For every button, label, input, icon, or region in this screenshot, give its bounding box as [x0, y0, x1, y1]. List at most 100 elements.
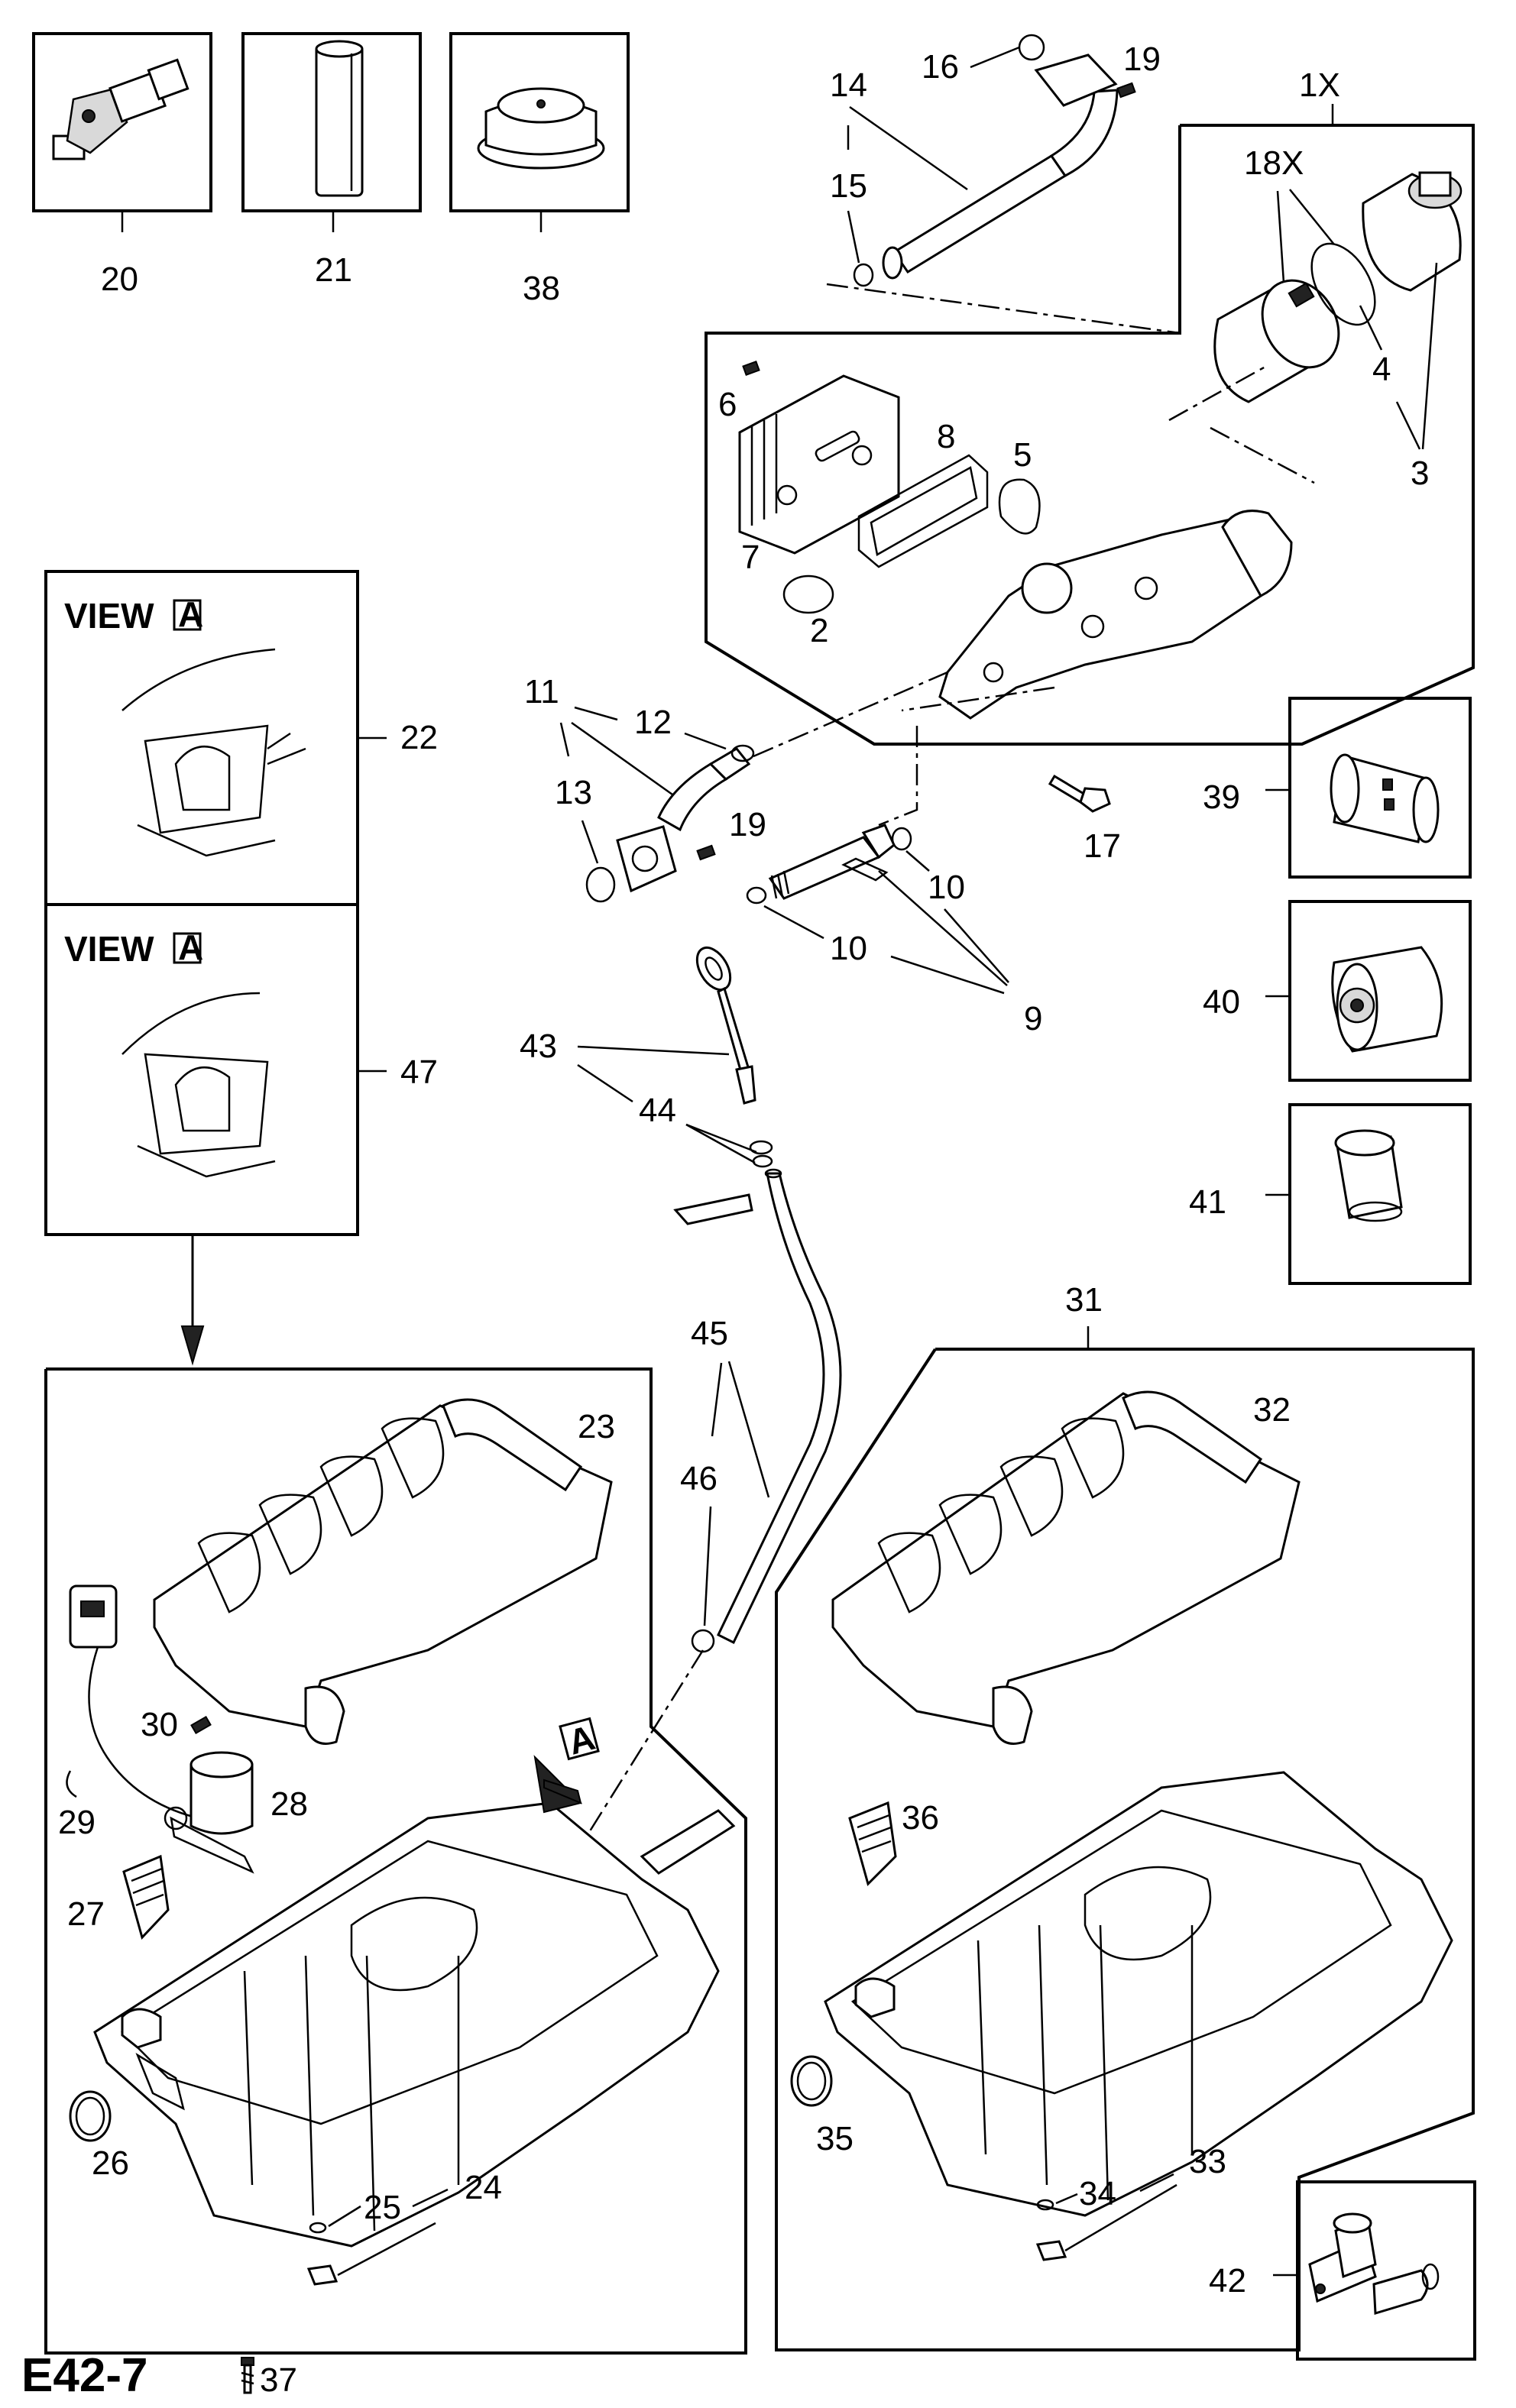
- view-label-47: VIEW: [64, 929, 154, 969]
- label-32: 32: [1253, 1391, 1291, 1429]
- bolt-30: [190, 1715, 212, 1735]
- label-22: 22: [400, 719, 438, 756]
- bolt-17: 17: [1048, 774, 1121, 865]
- lower-oil-pan-right: [824, 1771, 1453, 2217]
- label-8: 8: [937, 418, 955, 455]
- view-label-22: VIEW: [64, 596, 154, 636]
- detail-box-40: 40: [1203, 900, 1472, 1082]
- oil-cooler-group: [705, 34, 1475, 746]
- label-35: 35: [816, 2120, 854, 2157]
- view-a-sketch-47: [121, 992, 276, 1178]
- detail-box-38: 38: [449, 32, 630, 307]
- label-19-top: 19: [1123, 40, 1161, 78]
- label-26: 26: [92, 2144, 129, 2182]
- label-31: 31: [1065, 1281, 1103, 1319]
- label-44: 44: [639, 1092, 676, 1129]
- label-3: 3: [1411, 455, 1429, 492]
- labels-tube: 45 46: [680, 1315, 770, 1626]
- label-11: 11: [524, 673, 559, 710]
- seal-26: [69, 2090, 112, 2142]
- drain-plug-24: [306, 2222, 339, 2286]
- page-code: E42-7: [21, 2349, 147, 2402]
- label-10-right: 10: [928, 869, 965, 906]
- oil-filter-cartridge: [1213, 171, 1463, 403]
- label-6: 6: [718, 386, 737, 423]
- view-arrow: [180, 1235, 205, 1366]
- label-7: 7: [741, 539, 760, 576]
- label-4: 4: [1372, 351, 1391, 388]
- seal-35: [790, 2055, 833, 2107]
- label-42: 42: [1209, 2262, 1246, 2300]
- labels-pipe-11: 11 12 13 19: [524, 673, 766, 864]
- label-46: 46: [680, 1460, 718, 1497]
- detail-box-39: 39: [1203, 697, 1472, 879]
- label-25: 25: [364, 2189, 401, 2226]
- label-13: 13: [555, 774, 592, 811]
- view-a-sketch-22: [121, 648, 306, 857]
- plug-cap-icon: [477, 87, 605, 170]
- oil-pressure-switch-icon: [52, 58, 190, 160]
- view-marker-47: A: [178, 927, 203, 967]
- label-30: 30: [141, 1706, 178, 1743]
- screen-36: [848, 1801, 897, 1886]
- label-9: 9: [1024, 1000, 1042, 1037]
- upper-oil-pan-23: [153, 1398, 613, 1745]
- filter-housing: [938, 510, 1293, 720]
- fastener-note: 37: [260, 2361, 297, 2399]
- oil-cooler-7: [738, 361, 900, 555]
- detail-box-41: 41: [1189, 1103, 1472, 1285]
- gasket-5: [998, 478, 1041, 535]
- label-16: 16: [922, 48, 959, 86]
- oil-pipe-14: [853, 34, 1136, 287]
- label-36: 36: [902, 1799, 939, 1837]
- label-21: 21: [315, 251, 352, 289]
- label-10-left: 10: [830, 930, 867, 967]
- label-17: 17: [1084, 827, 1121, 865]
- drain-plug-33: [1035, 2199, 1067, 2261]
- labels-top-group: 14 16 19 15 1X 18X 4 3 6 8 5 7 2: [718, 40, 1438, 649]
- view-marker-22: A: [178, 594, 203, 634]
- labels-pipe-9: 10 10 9: [763, 850, 1042, 1037]
- label-23: 23: [578, 1408, 615, 1445]
- dipstick-tube-45: [673, 1168, 842, 1653]
- detail-box-20: 20: [32, 32, 212, 298]
- arrow-marker-label: A: [564, 1717, 599, 1762]
- tube-icon: [315, 40, 364, 197]
- label-12: 12: [634, 704, 672, 741]
- label-34: 34: [1079, 2175, 1116, 2212]
- oil-level-sensor-28: [170, 1751, 254, 1874]
- label-33: 33: [1189, 2143, 1226, 2180]
- label-47: 47: [400, 1054, 438, 1091]
- label-1x: 1X: [1299, 66, 1340, 104]
- label-28: 28: [270, 1785, 308, 1823]
- detail-box-21: 21: [241, 32, 422, 289]
- upper-oil-pan-32: [831, 1390, 1301, 1745]
- label-40: 40: [1203, 983, 1240, 1021]
- label-2: 2: [810, 612, 828, 649]
- label-27: 27: [67, 1895, 105, 1933]
- label-19-mid: 19: [729, 806, 766, 843]
- view-a-arrow-marker: A: [533, 1717, 600, 1814]
- label-18x: 18X: [1244, 144, 1304, 182]
- labels-dipstick: 43 44: [520, 1028, 757, 1164]
- lower-oil-pan: [93, 1801, 736, 2248]
- sensor-29: [66, 1584, 199, 1830]
- oil-pipe-9: [746, 824, 912, 905]
- gasket-8: [857, 454, 989, 568]
- dipstick-43: [695, 947, 773, 1168]
- view-a-box-22: VIEW A 22: [44, 570, 438, 906]
- label-14: 14: [830, 66, 867, 104]
- oil-pipe-11: [585, 744, 755, 903]
- label-45: 45: [691, 1315, 728, 1352]
- label-41: 41: [1189, 1183, 1226, 1221]
- o-ring-2: [782, 574, 834, 614]
- label-29: 29: [58, 1804, 96, 1841]
- label-43: 43: [520, 1028, 557, 1065]
- label-38: 38: [523, 270, 560, 307]
- label-15: 15: [830, 167, 867, 205]
- label-20: 20: [101, 261, 138, 298]
- view-a-box-47: VIEW A 47: [44, 903, 438, 1236]
- screen-27: [122, 1854, 170, 1940]
- bolt-icon: [241, 2357, 254, 2394]
